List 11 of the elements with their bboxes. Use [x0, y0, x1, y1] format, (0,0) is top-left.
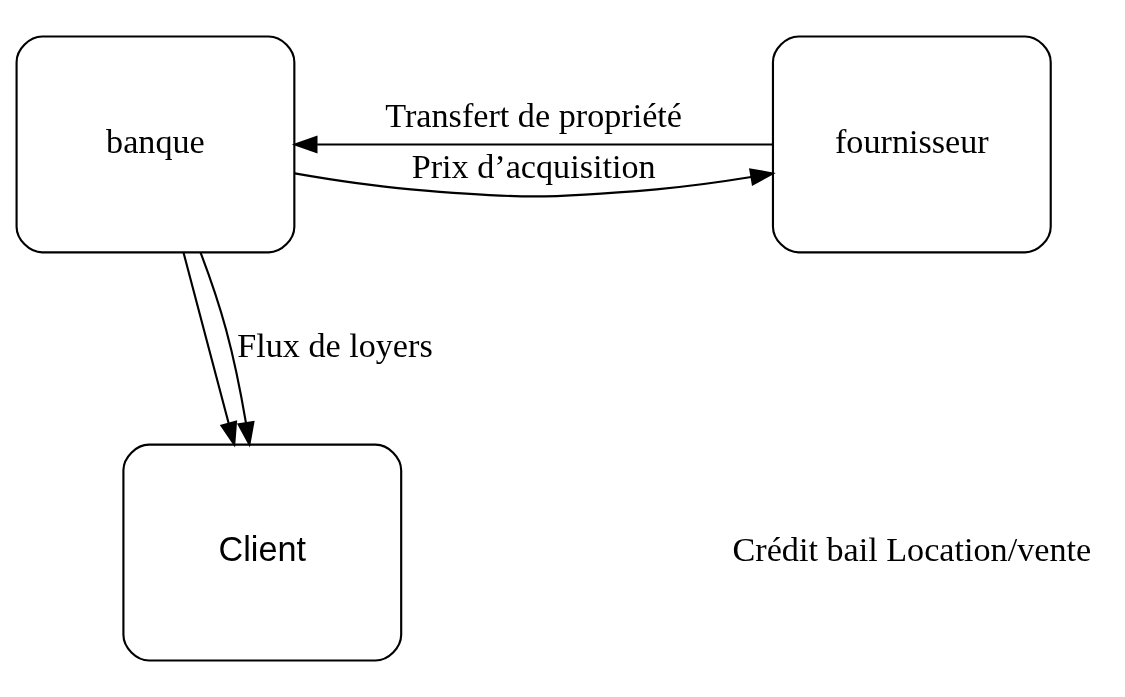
- node-box: fournisseur: [771, 35, 1052, 254]
- label: Crédit bail Location/vente: [732, 530, 1092, 568]
- arrow: [291, 135, 773, 154]
- arrow: [199, 252, 255, 448]
- edge-label: Prix d’acquisition: [411, 148, 656, 186]
- arrow: [294, 168, 776, 198]
- edge-label: Flux de loyers: [237, 326, 433, 364]
- node-box: banque: [15, 35, 296, 254]
- node-box: Client: [122, 443, 403, 662]
- edge-label: Transfert de propriété: [385, 96, 683, 134]
- arrow: [182, 252, 238, 448]
